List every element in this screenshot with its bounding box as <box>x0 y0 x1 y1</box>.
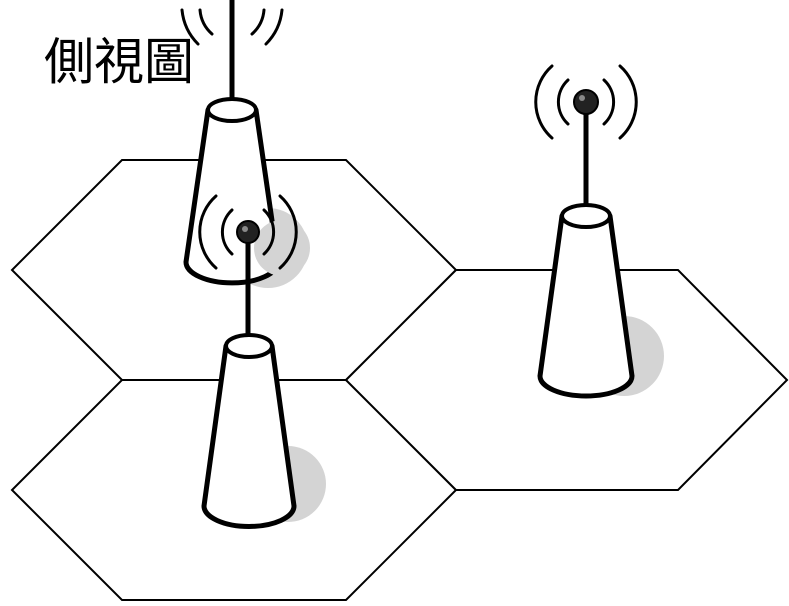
antenna-ball-highlight <box>579 95 585 101</box>
antenna-ball-icon <box>573 89 599 115</box>
antenna-ball-icon <box>236 220 260 244</box>
tower-right <box>534 64 664 399</box>
tower-front <box>198 194 326 529</box>
tower-right-top <box>560 203 612 229</box>
radio-tower-icon <box>201 343 297 529</box>
tower-back-top <box>206 97 258 123</box>
signal-waves-icon <box>198 194 298 270</box>
antenna-ball-highlight <box>242 226 248 232</box>
signal-waves-icon <box>180 8 284 46</box>
diagram-title: 側視圖 <box>44 33 194 91</box>
tower-front-top <box>224 333 274 359</box>
signal-waves-icon <box>534 64 638 140</box>
radio-tower-icon <box>537 213 635 399</box>
